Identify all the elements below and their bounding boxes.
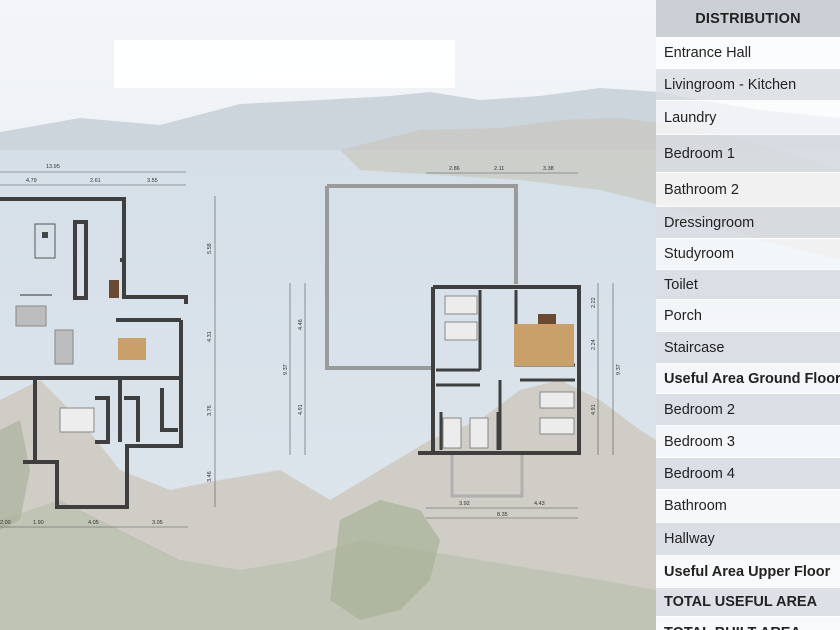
distribution-row: Bedroom 2 [656,393,840,425]
ground-floor-plan [0,197,188,509]
distribution-row-label: Livingroom - Kitchen [664,76,797,93]
blank-title-box [114,40,455,88]
dim-upper-top-3: 3.38 [543,166,554,172]
upper-floor-furniture [442,295,575,449]
distribution-row-label: Bedroom 3 [664,433,735,450]
dim-ground-bottom-2: 1.90 [33,520,44,526]
distribution-row-label: Studyroom [664,246,735,262]
dim-upper-left-total: 9.37 [283,364,289,375]
distribution-row-label: TOTAL BUILT AREA [664,625,801,630]
dim-upper-bottom-2: 4.43 [534,501,545,507]
distribution-row-label: Porch [664,307,702,324]
distribution-row-label: Entrance Hall [664,45,752,61]
dim-ground-right-3: 3.76 [207,405,213,416]
dim-upper-right-3: 4.91 [591,404,597,415]
distribution-row-label: Bedroom 1 [664,145,735,162]
distribution-row: Studyroom [656,238,840,269]
distribution-row: Bedroom 1 [656,134,840,172]
distribution-row: Hallway [656,522,840,555]
dim-ground-top-3: 3.55 [147,178,158,184]
distribution-row: Dressingroom [656,206,840,238]
distribution-row-label: Toilet [664,276,698,293]
dim-upper-right-total: 9.37 [616,364,622,375]
distribution-row: Staircase [656,331,840,363]
distribution-row-label: Bedroom 2 [664,401,735,418]
distribution-row: TOTAL BUILT AREA [656,616,840,630]
distribution-row-label: Staircase [664,339,725,356]
distribution-row-label: TOTAL USEFUL AREA [664,594,818,610]
distribution-row: Toilet [656,269,840,299]
distribution-row: Porch [656,299,840,331]
dim-upper-left-1: 4.46 [298,319,304,330]
distribution-row-label: Bathroom 2 [664,181,739,198]
distribution-row-label: Useful Area Ground Floor [664,370,840,387]
distribution-row: Bedroom 3 [656,425,840,457]
distribution-row: Useful Area Ground Floor [656,363,840,393]
distribution-row: Bathroom [656,489,840,522]
dim-upper-top-2: 2.11 [494,166,504,172]
distribution-row-label: Bathroom [664,498,727,514]
dim-upper-left-2: 4.91 [298,404,304,415]
dim-ground-bottom-3: 4.05 [88,520,99,526]
distribution-row: Entrance Hall [656,37,840,68]
distribution-row: Bathroom 2 [656,172,840,206]
distribution-row: Bedroom 4 [656,457,840,489]
dim-ground-top-total: 13.95 [46,164,60,170]
ground-floor-furniture [15,223,146,433]
dim-ground-top-1: 4.79 [26,178,37,184]
dim-ground-bottom-1: 2.00 [0,520,11,526]
distribution-row-label: Laundry [664,109,717,126]
ground-floor-dimensions [0,171,216,528]
distribution-row: TOTAL USEFUL AREA [656,587,840,616]
dim-ground-top-2: 2.61 [90,178,101,184]
upper-floor-dimensions [289,172,614,519]
distribution-row: Laundry [656,100,840,134]
dim-upper-top-1: 2.86 [449,166,460,172]
dim-upper-bottom-1: 3.92 [459,501,470,507]
dim-upper-right-2: 2.24 [591,339,597,350]
distribution-row: Livingroom - Kitchen [656,68,840,100]
dim-upper-bottom-total: 8.35 [497,512,508,518]
distribution-row-label: Useful Area Upper Floor [664,563,831,580]
dim-ground-right-4: 3.46 [207,471,213,482]
dim-ground-right-2: 4.31 [207,331,213,342]
distribution-row-label: Hallway [664,531,715,547]
dim-ground-bottom-4: 3.05 [152,520,163,526]
distribution-title: DISTRIBUTION [656,0,840,37]
dim-ground-right-1: 5.58 [207,243,213,254]
distribution-row: Useful Area Upper Floor [656,555,840,587]
distribution-row-label: Dressingroom [664,214,755,231]
dim-upper-right-1: 2.22 [591,297,597,308]
distribution-row-label: Bedroom 4 [664,465,735,482]
